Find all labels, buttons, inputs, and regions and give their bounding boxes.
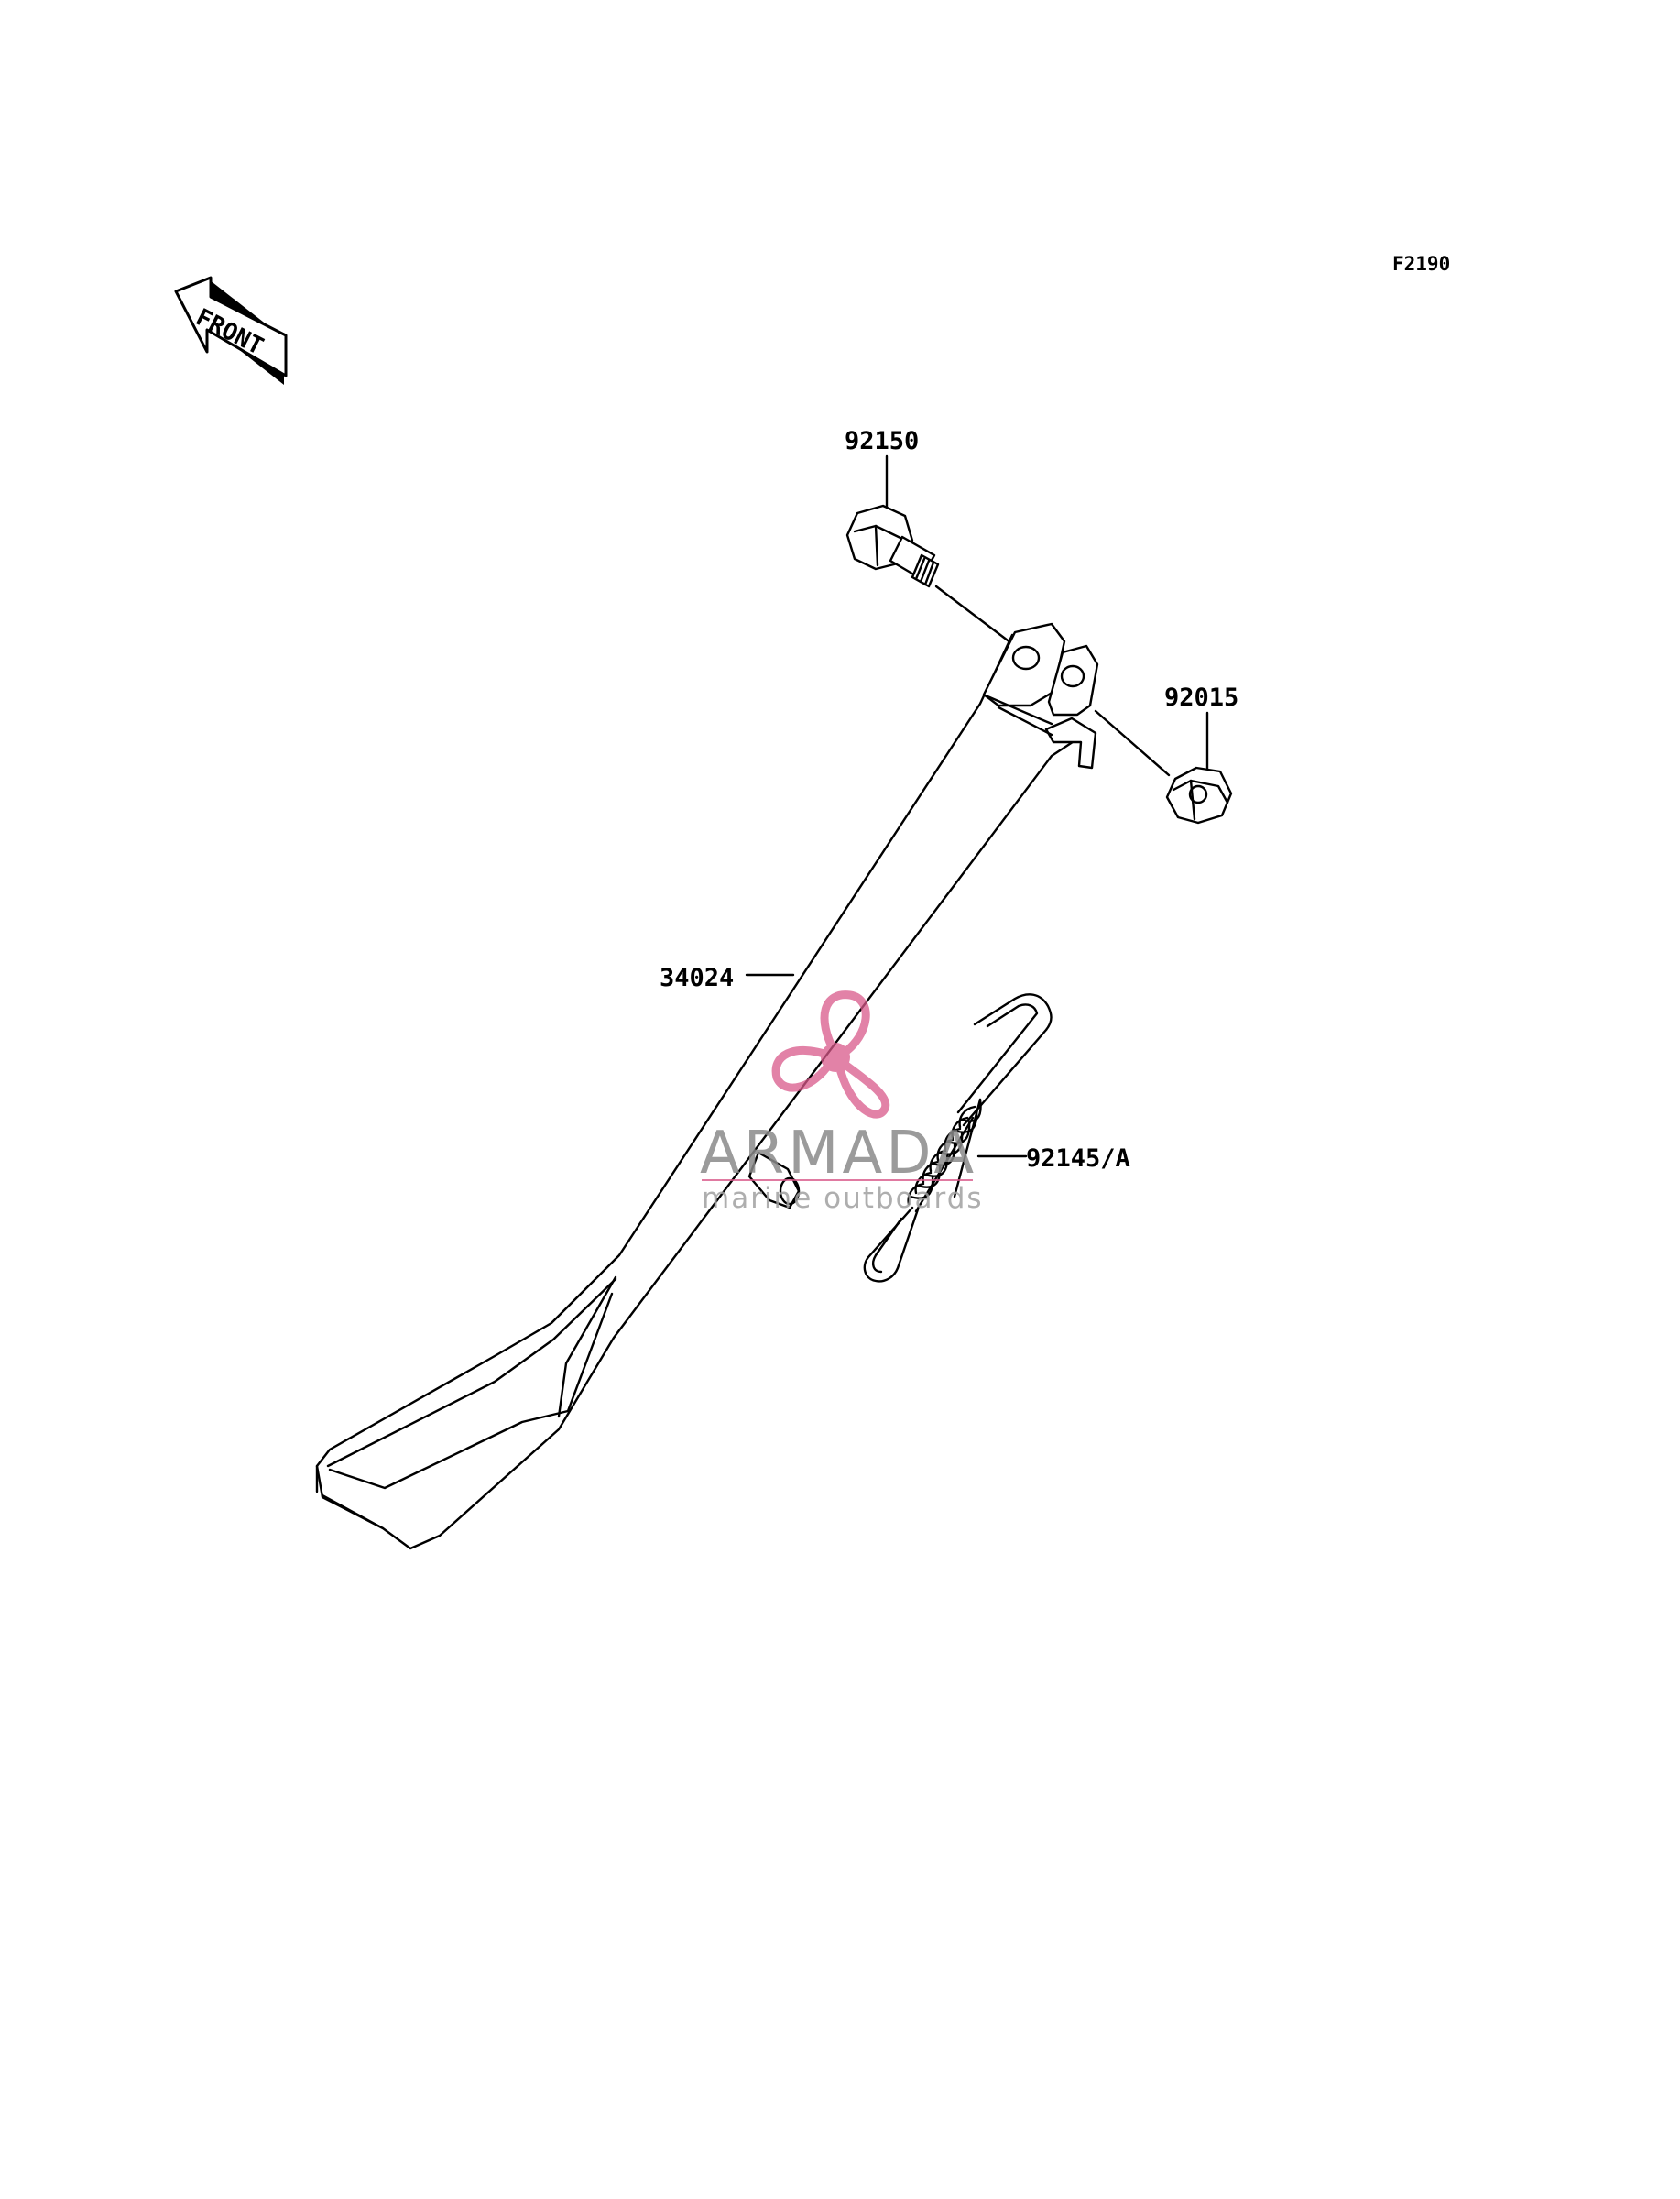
watermark-title: ARMADA [700, 1120, 977, 1187]
watermark: ARMADA marine outboards [700, 990, 984, 1215]
part-number-spring: 92145/A [1026, 1144, 1130, 1173]
bolt-92150 [845, 454, 1020, 651]
nut-92015 [1094, 709, 1233, 825]
propeller-logo-icon [771, 990, 890, 1119]
side-stand-34024 [315, 622, 1099, 1550]
watermark-subtitle: marine outboards [702, 1182, 984, 1215]
front-arrow-icon: FRONT [174, 276, 288, 385]
figure-code: F2190 [1392, 253, 1450, 275]
part-number-bolt: 92150 [845, 427, 919, 455]
spring-92145a [863, 993, 1053, 1283]
part-number-side-stand: 34024 [660, 964, 734, 992]
part-number-nut: 92015 [1164, 684, 1238, 712]
